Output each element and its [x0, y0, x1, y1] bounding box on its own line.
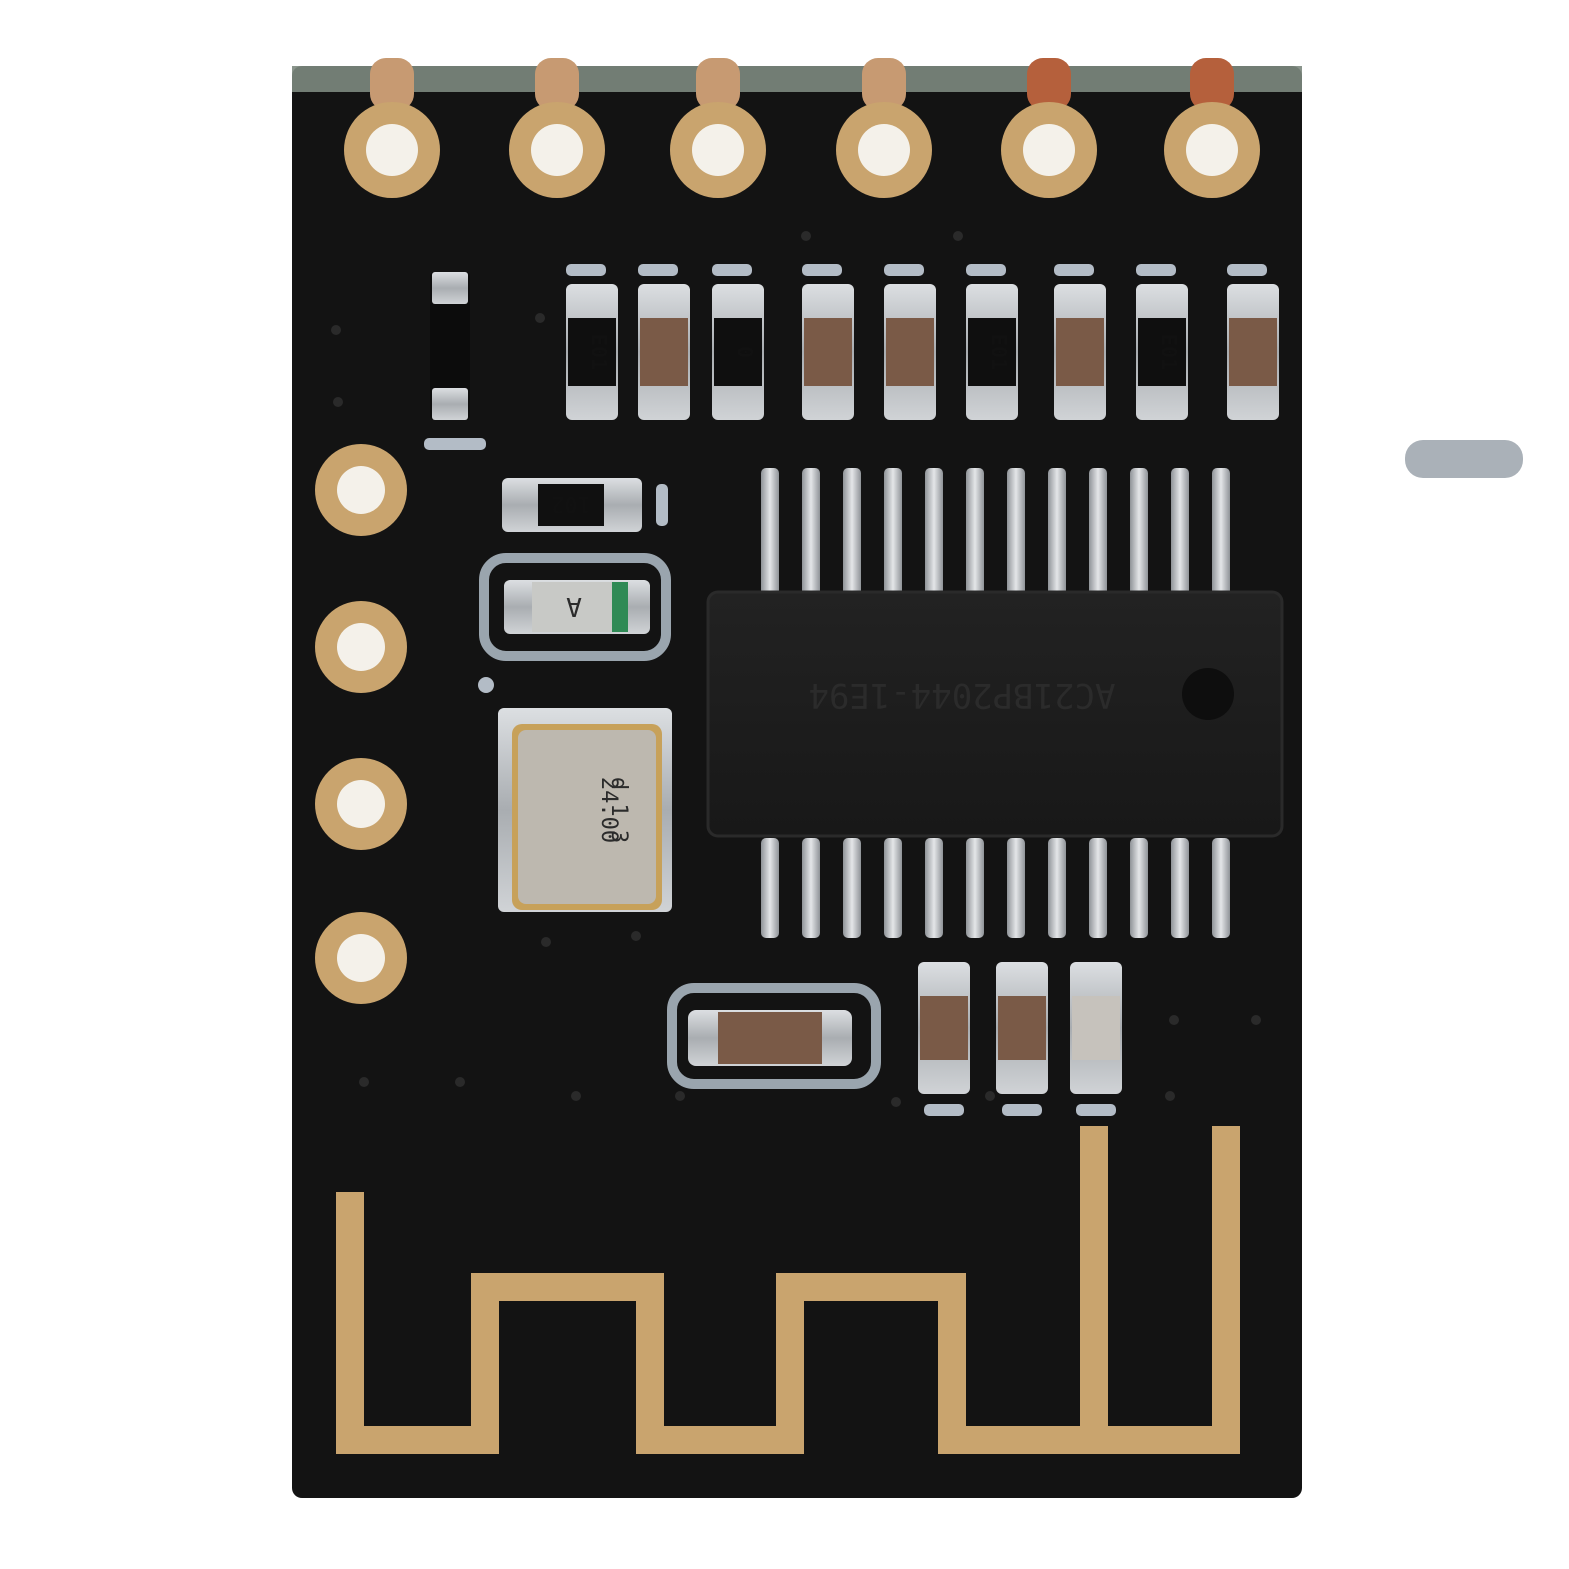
ic-pins-top [761, 468, 1230, 596]
ic-pin [1089, 468, 1107, 596]
ic-pin [1212, 468, 1230, 596]
via [1169, 1015, 1179, 1025]
crystal-marking-1: 24.00 [596, 777, 621, 843]
led: A [479, 553, 671, 661]
ic-pin [1171, 838, 1189, 938]
via [455, 1077, 465, 1087]
antenna-trace [336, 1126, 1240, 1454]
background-smudge [1405, 440, 1523, 478]
ic-pin [1130, 468, 1148, 596]
via [891, 1097, 901, 1107]
ic-pin [966, 468, 984, 596]
vertical-component [424, 272, 486, 450]
top-pin [1001, 58, 1097, 198]
ic-pin [884, 468, 902, 596]
ic-pin [1130, 838, 1148, 938]
via [675, 1091, 685, 1101]
ic-pin [843, 838, 861, 938]
smd-component [1227, 264, 1279, 420]
capacitor [918, 962, 970, 1116]
crystal-marking-2: d 1 3 [606, 777, 631, 843]
left-pin-column [315, 444, 407, 1004]
smd-component: E01 [966, 264, 1018, 420]
via [801, 231, 811, 241]
top-pin [1164, 58, 1260, 198]
ic-pin [843, 468, 861, 596]
resistor-marking: 0 [733, 346, 757, 358]
via [1251, 1015, 1261, 1025]
led-marking: A [566, 591, 582, 621]
capacitor [996, 962, 1048, 1116]
crystal-oscillator: 24.00 d 1 3 [498, 708, 672, 912]
ic-pin [802, 468, 820, 596]
ic-pin [761, 468, 779, 596]
via-marker [478, 677, 494, 693]
resistor-marking: E01 [987, 334, 1011, 370]
ic-pin [761, 838, 779, 938]
top-pin-row [344, 58, 1260, 198]
ic-pin1-dot [1182, 668, 1234, 720]
via [953, 231, 963, 241]
ic-marking: AC21BP2044-1E94 [808, 675, 1115, 715]
ic-pin [1212, 838, 1230, 938]
smd-component-row: E01 0 E01 E01 [566, 264, 1279, 420]
ic-pin [1048, 838, 1066, 938]
ic-pin [925, 838, 943, 938]
vias [331, 231, 1261, 1107]
smd-component [638, 264, 690, 420]
left-pin [315, 444, 407, 536]
resistor-102-marking: 102 [551, 491, 591, 516]
resistor-102: 102 [502, 478, 668, 532]
lower-capacitors [918, 962, 1122, 1116]
resistor-marking: E01 [1157, 334, 1181, 370]
capacitor [1070, 962, 1122, 1116]
via [541, 937, 551, 947]
ic-pin [884, 838, 902, 938]
via [333, 397, 343, 407]
via [331, 325, 341, 335]
ic-pin [802, 838, 820, 938]
ic-pin [1171, 468, 1189, 596]
left-pin [315, 912, 407, 1004]
smd-component [1054, 264, 1106, 420]
smd-component [884, 264, 936, 420]
top-pin [344, 58, 440, 198]
top-pin [670, 58, 766, 198]
ic-chip: AC21BP2044-1E94 [706, 468, 1284, 938]
resistor-marking: E01 [587, 334, 611, 370]
smd-component: E01 [566, 264, 618, 420]
smd-component: E01 [1136, 264, 1188, 420]
ic-pin [1089, 838, 1107, 938]
ic-pin [966, 838, 984, 938]
top-pin [509, 58, 605, 198]
via [535, 313, 545, 323]
ic-pin [925, 468, 943, 596]
ic-pin [1048, 468, 1066, 596]
via [571, 1091, 581, 1101]
via [985, 1091, 995, 1101]
left-pin [315, 758, 407, 850]
ic-pin [1007, 468, 1025, 596]
ic-pin [1007, 838, 1025, 938]
bulk-capacitor [667, 983, 881, 1089]
smd-component [802, 264, 854, 420]
via [631, 931, 641, 941]
smd-component: 0 [712, 264, 764, 420]
left-pin [315, 601, 407, 693]
top-pin [836, 58, 932, 198]
via [1165, 1091, 1175, 1101]
ic-pins-bottom [761, 838, 1230, 938]
via [359, 1077, 369, 1087]
